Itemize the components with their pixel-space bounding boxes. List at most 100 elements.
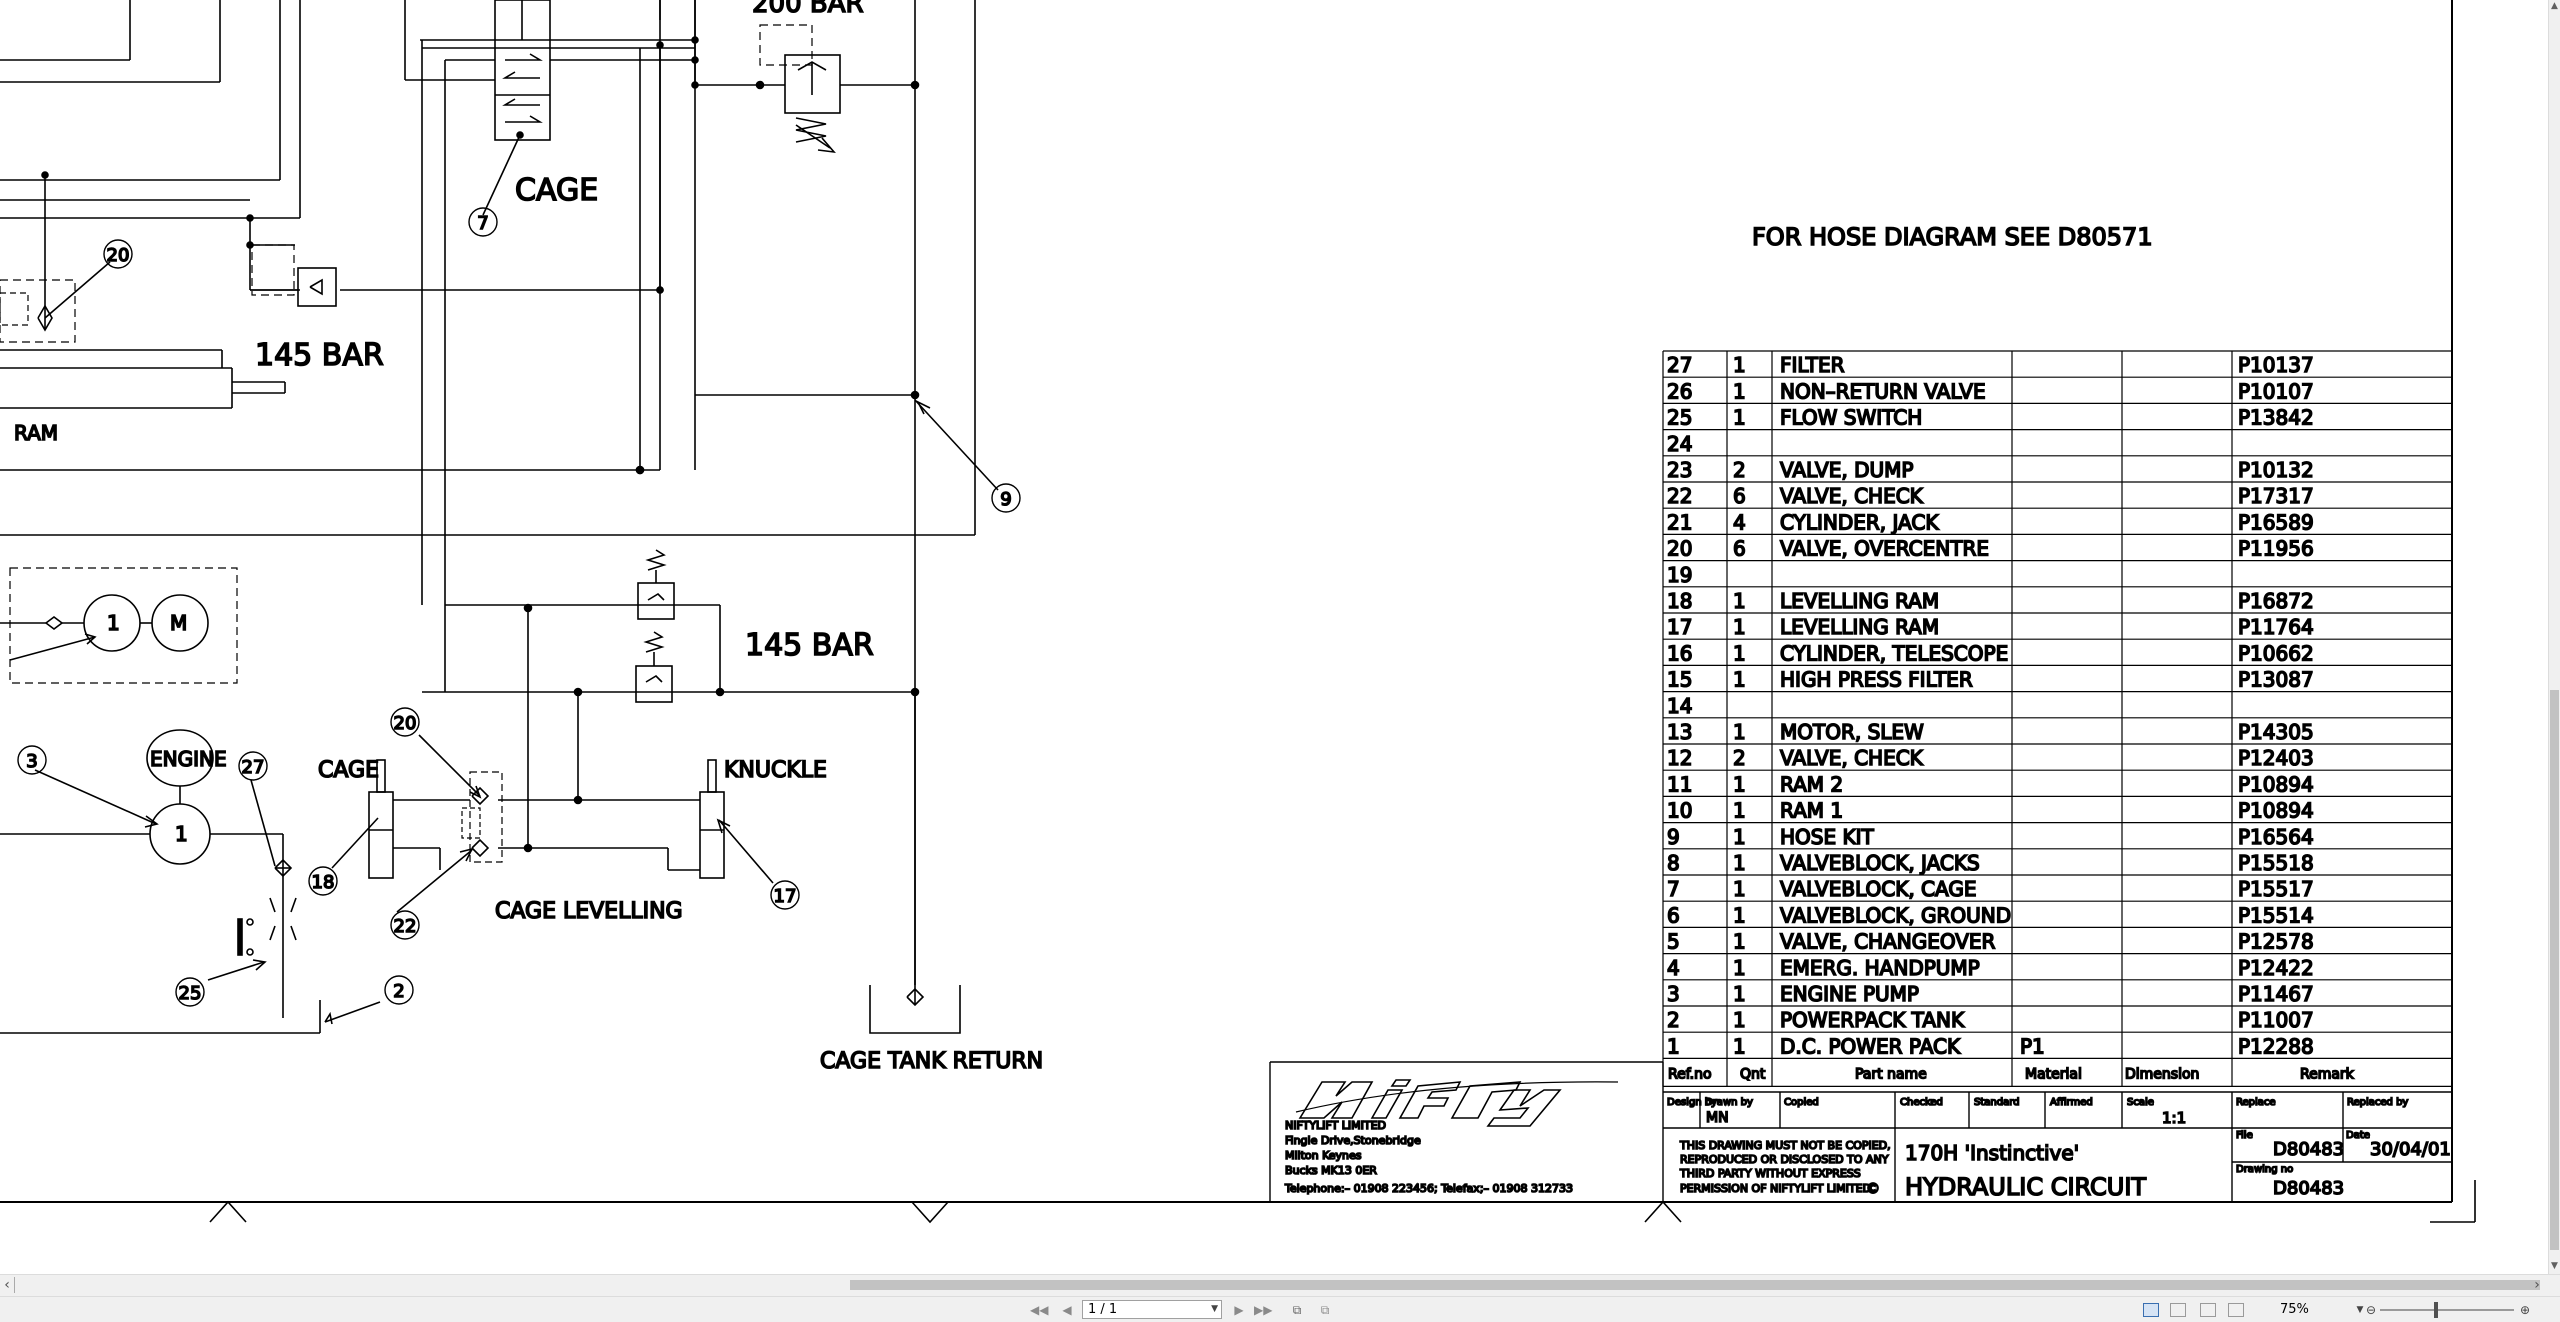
parts-cell-remark: P14305 <box>2238 720 2314 744</box>
parts-cell-name: VALVE, CHECK <box>1780 746 1924 770</box>
zoom-slider-knob[interactable] <box>2434 1302 2438 1318</box>
paste-page-icon[interactable]: ⧉ <box>1320 1303 1330 1317</box>
company-line-2: Fingle Drive,Stonebridge <box>1285 1134 1421 1147</box>
design-by-label: Design by <box>1667 1097 1717 1108</box>
first-page-icon[interactable]: ◀◀ <box>1030 1303 1049 1317</box>
parts-cell-remark: P13842 <box>2238 406 2314 430</box>
callout-3: 3 <box>26 751 37 772</box>
copy-page-icon[interactable]: ⧉ <box>1292 1303 1302 1317</box>
horizontal-scrollbar[interactable]: ‹ › <box>0 1274 2560 1296</box>
parts-cell-qty: 6 <box>1733 484 1746 508</box>
parts-cell-qty: 1 <box>1733 615 1746 639</box>
parts-cell-remark: P10894 <box>2238 772 2314 796</box>
parts-cell-ref: 27 <box>1667 353 1692 377</box>
affirmed-label: Affirmed <box>2050 1097 2093 1108</box>
file-label: File <box>2236 1130 2253 1141</box>
parts-cell-ref: 4 <box>1667 956 1680 980</box>
vertical-scrollbar[interactable]: ▲ ▼ <box>2548 0 2560 1274</box>
single-page-layout-icon[interactable] <box>2143 1303 2159 1317</box>
parts-cell-qty: 1 <box>1733 641 1746 665</box>
parts-cell-name: ENGINE PUMP <box>1780 982 1919 1006</box>
two-page-layout-icon[interactable] <box>2200 1303 2216 1317</box>
parts-cell-remark: P17317 <box>2238 484 2314 508</box>
notice-line-2: REPRODUCED OR DISCLOSED TO ANY <box>1680 1153 1889 1166</box>
label-cage-levelling: CAGE LEVELLING <box>495 899 683 924</box>
parts-cell-remark: P15518 <box>2238 851 2314 875</box>
callout-20-lower: 20 <box>394 713 417 734</box>
parts-cell-ref: 19 <box>1667 563 1692 587</box>
zoom-dropdown-icon[interactable]: ▼ <box>2356 1305 2364 1315</box>
prev-page-icon[interactable]: ◀ <box>1062 1303 1072 1317</box>
parts-cell-ref: 16 <box>1667 641 1692 665</box>
parts-cell-ref: 10 <box>1667 799 1692 823</box>
zoom-out-icon[interactable]: ⊖ <box>2365 1303 2377 1317</box>
parts-cell-remark: P10107 <box>2238 379 2314 403</box>
company-line-4: Bucks MK13 0ER <box>1285 1164 1377 1177</box>
scroll-left-icon[interactable]: ‹ <box>0 1277 15 1293</box>
parts-cell-qty: 6 <box>1733 537 1746 561</box>
replaced-by-label: Replaced by <box>2347 1097 2408 1108</box>
parts-cell-ref: 11 <box>1667 772 1692 796</box>
two-page-continuous-icon[interactable] <box>2228 1303 2244 1317</box>
parts-cell-qty: 1 <box>1733 930 1746 954</box>
parts-cell-ref: 8 <box>1667 851 1680 875</box>
page-number-input[interactable]: 1 / 1 ▼ <box>1082 1300 1222 1319</box>
parts-cell-ref: 25 <box>1667 406 1692 430</box>
parts-cell-name: LEVELLING RAM <box>1780 615 1939 639</box>
parts-cell-remark: P10137 <box>2238 353 2314 377</box>
parts-cell-remark: P16872 <box>2238 589 2314 613</box>
parts-cell-remark: P11007 <box>2238 1008 2314 1032</box>
parts-cell-qty: 2 <box>1733 458 1746 482</box>
scroll-down-icon[interactable]: ▼ <box>2551 1261 2558 1271</box>
parts-cell-ref: 20 <box>1667 537 1692 561</box>
company-line-1: NIFTYLIFT LIMITED <box>1285 1119 1386 1132</box>
parts-cell-name: HOSE KIT <box>1780 825 1874 849</box>
parts-cell-ref: 15 <box>1667 668 1692 692</box>
copied-label: Copied <box>1784 1097 1819 1108</box>
zoom-level[interactable]: 75% <box>2280 1302 2309 1317</box>
label-motor: M <box>170 611 187 635</box>
parts-cell-ref: 3 <box>1667 982 1680 1006</box>
document-canvas[interactable]: 200 BAR CAGE 145 BAR 145 BAR RAM M 1 ENG… <box>0 0 2548 1274</box>
zoom-in-icon[interactable]: ⊕ <box>2519 1303 2531 1317</box>
parts-cell-name: FILTER <box>1780 353 1845 377</box>
parts-cell-remark: P11956 <box>2238 537 2314 561</box>
parts-cell-remark: P11467 <box>2238 982 2314 1006</box>
chevron-down-icon[interactable]: ▼ <box>1211 1304 1218 1314</box>
parts-cell-ref: 23 <box>1667 458 1692 482</box>
parts-cell-remark: P12422 <box>2238 956 2314 980</box>
notice-line-3: THIRD PARTY WITHOUT EXPRESS <box>1679 1167 1861 1180</box>
last-page-icon[interactable]: ▶▶ <box>1254 1303 1273 1317</box>
horizontal-scroll-thumb[interactable] <box>850 1280 2540 1290</box>
parts-cell-qty: 1 <box>1733 379 1746 403</box>
callout-18: 18 <box>312 872 335 893</box>
label-knuckle: KNUCKLE <box>724 758 827 783</box>
parts-cell-qty: 1 <box>1733 1034 1746 1058</box>
parts-cell-name: MOTOR, SLEW <box>1780 720 1924 744</box>
viewer-toolbar: ◀◀ ◀ 1 / 1 ▼ ▶ ▶▶ ⧉ ⧉ 75% ▼ ⊖ ⊕ <box>0 1296 2560 1322</box>
hydraulic-drawing: 200 BAR CAGE 145 BAR 145 BAR RAM M 1 ENG… <box>0 0 2476 1224</box>
scroll-right-icon[interactable]: › <box>2534 1277 2540 1293</box>
label-145-bar-upper: 145 BAR <box>255 338 384 373</box>
drawing-no-label: Drawing no <box>2236 1164 2293 1175</box>
parts-cell-ref: 2 <box>1667 1008 1680 1032</box>
zoom-slider[interactable] <box>2380 1302 2514 1318</box>
continuous-layout-icon[interactable] <box>2170 1303 2186 1317</box>
parts-cell-name: RAM 1 <box>1780 799 1843 823</box>
vertical-scroll-thumb[interactable] <box>2550 690 2559 1250</box>
scroll-up-icon[interactable]: ▲ <box>2551 1 2558 11</box>
label-cage-left: CAGE <box>318 758 379 783</box>
parts-header-qty: Qnt <box>1740 1066 1766 1082</box>
parts-cell-name: POWERPACK TANK <box>1780 1008 1965 1032</box>
parts-cell-qty: 1 <box>1733 956 1746 980</box>
parts-cell-remark: P13087 <box>2238 668 2314 692</box>
next-page-icon[interactable]: ▶ <box>1234 1303 1244 1317</box>
label-145-bar-lower: 145 BAR <box>745 628 874 663</box>
nifty-logo <box>1295 1079 1619 1127</box>
parts-cell-remark: P10662 <box>2238 641 2314 665</box>
callout-22: 22 <box>394 916 417 937</box>
parts-cell-qty: 1 <box>1733 799 1746 823</box>
label-engine: ENGINE <box>150 747 227 771</box>
parts-cell-name: VALVE, DUMP <box>1780 458 1913 482</box>
parts-header-ref: Ref.no <box>1668 1066 1712 1082</box>
